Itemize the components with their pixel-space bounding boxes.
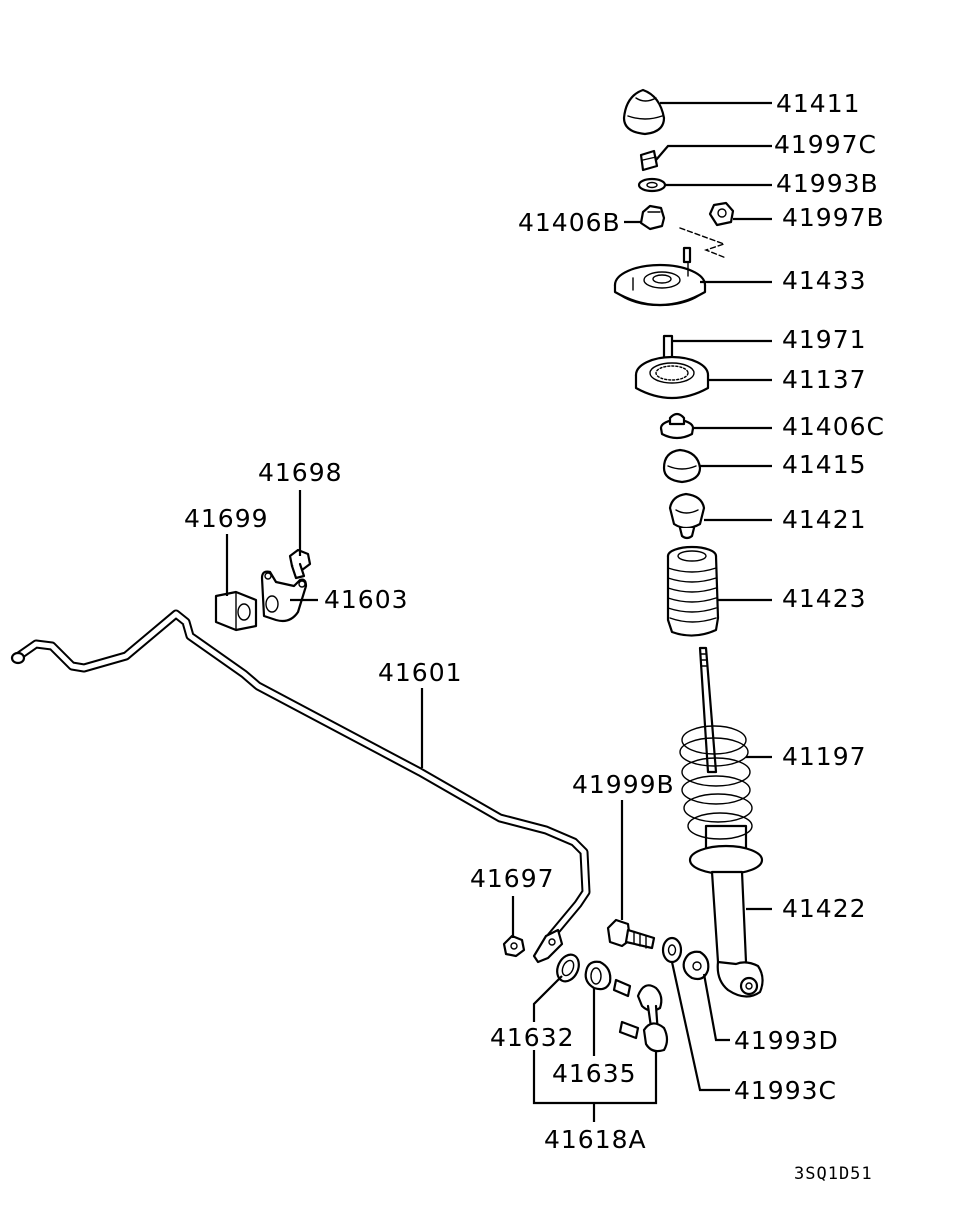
label-41603: 41603: [324, 585, 409, 614]
label-41406C: 41406C: [782, 412, 885, 441]
label-41697: 41697: [470, 864, 555, 893]
part-41415-bushing: [662, 448, 702, 484]
part-41421-bump-stopper: [668, 492, 706, 540]
label-41406B: 41406B: [518, 208, 621, 237]
label-41197: 41197: [782, 742, 867, 771]
label-41997B: 41997B: [782, 203, 885, 232]
label-41698: 41698: [258, 458, 343, 487]
part-41632-washer: [556, 953, 580, 983]
drawing-code: 3SQ1D51: [794, 1164, 873, 1184]
part-41406B-bushing: [639, 204, 666, 231]
part-41603-stabilizer-bracket: [260, 570, 308, 623]
part-41999B-bolt: [606, 918, 656, 950]
part-41422-shock-absorber: [688, 646, 764, 998]
label-41421: 41421: [782, 505, 867, 534]
part-41997C-nut: [639, 149, 659, 172]
label-41601: 41601: [378, 658, 463, 687]
label-41699: 41699: [184, 504, 269, 533]
label-41618A: 41618A: [544, 1125, 647, 1154]
part-41137-upper-spring-seat: [634, 355, 710, 399]
part-41997B-nut: [708, 201, 735, 227]
label-41632: 41632: [490, 1023, 575, 1052]
part-41601-stabilizer-bar: [10, 609, 591, 964]
label-41993D: 41993D: [734, 1026, 839, 1055]
label-41415: 41415: [782, 450, 867, 479]
part-41423-dust-cover: [666, 545, 720, 637]
part-stabilizer-link: [612, 978, 669, 1053]
label-41993C: 41993C: [734, 1076, 837, 1105]
part-41197-coil-spring: [679, 725, 753, 840]
part-41699-stabilizer-bushing: [214, 590, 258, 632]
part-41406C-bushing: [659, 412, 695, 440]
label-41971: 41971: [782, 325, 867, 354]
part-41635-bushing: [584, 960, 612, 991]
label-41635: 41635: [552, 1059, 637, 1088]
leader-lines: [225, 101, 772, 1122]
part-41411-dust-cap: [622, 88, 666, 136]
part-41697-nut: [502, 934, 526, 958]
label-41423: 41423: [782, 584, 867, 613]
label-41422: 41422: [782, 894, 867, 923]
label-41433: 41433: [782, 266, 867, 295]
part-41433-upper-mount: [613, 246, 707, 307]
part-41993B-washer: [637, 177, 667, 193]
label-41999B: 41999B: [572, 770, 675, 799]
label-41997C: 41997C: [774, 130, 877, 159]
label-41137: 41137: [782, 365, 867, 394]
label-41411: 41411: [776, 89, 861, 118]
part-41698-bolt: [288, 548, 312, 580]
part-41993D-bushing: [682, 950, 710, 981]
part-41993C-washer: [661, 936, 683, 964]
label-41993B: 41993B: [776, 169, 879, 198]
